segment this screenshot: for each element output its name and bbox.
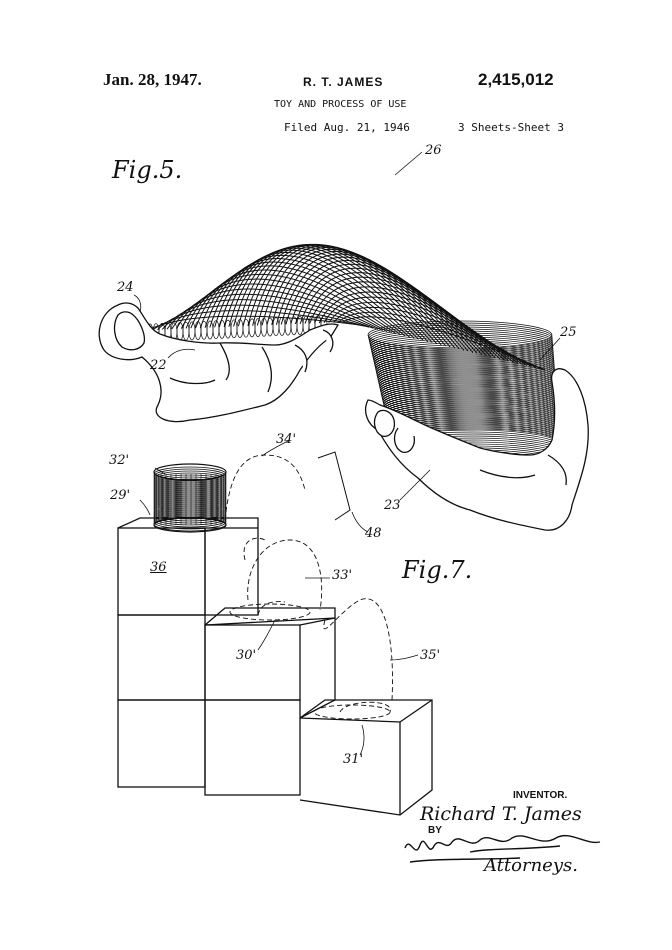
spring-coil-left — [224, 319, 232, 339]
spring-coil-arc — [218, 249, 429, 342]
ref-30: 30' — [236, 648, 257, 663]
fig7-flip-outline — [317, 451, 351, 521]
patent-number: 2,415,012 — [478, 70, 554, 89]
fig7-label: Fig.7. — [402, 556, 473, 584]
ref-36: 36 — [150, 560, 167, 575]
spring-coil-arc — [275, 253, 483, 355]
spring-coil-left — [248, 318, 256, 338]
stack-coil — [153, 510, 227, 526]
spring-coil-left — [260, 317, 268, 337]
fig5-left-hand — [98, 302, 339, 423]
fig5-label: Fig.5. — [112, 156, 183, 184]
spring-coil-left — [290, 316, 298, 336]
ref-32: 32' — [109, 453, 130, 468]
stack-coil — [153, 514, 227, 530]
fig7-spring-stack — [153, 463, 227, 533]
spring-coil-left — [242, 318, 250, 338]
spring-coil-left — [176, 322, 184, 341]
filed-date: Filed Aug. 21, 1946 — [284, 121, 410, 134]
spring-coil-arc — [223, 247, 433, 343]
spring-coil-arc — [271, 251, 478, 354]
ref-26: 26 — [425, 143, 442, 158]
patent-date: Jan. 28, 1947. — [103, 70, 202, 89]
spring-coil-left — [284, 316, 292, 336]
spring-coil-left — [206, 320, 214, 340]
spring-coil-left — [182, 321, 190, 341]
spring-coil-left — [272, 317, 280, 337]
ref-48: 48 — [365, 526, 382, 541]
sheet-count: 3 Sheets-Sheet 3 — [458, 121, 564, 134]
spring-coil-left — [230, 319, 238, 339]
stack-coil — [153, 508, 227, 524]
spring-coil-arc — [323, 296, 528, 367]
ref-23: 23 — [384, 498, 401, 513]
spring-coil-arc — [280, 256, 487, 357]
stack-coil — [153, 512, 227, 528]
leader-lines — [133, 151, 561, 756]
spring-coil-left — [194, 321, 202, 340]
ref-24: 24 — [117, 280, 134, 295]
ref-35: 35' — [420, 648, 441, 663]
ref-25: 25 — [560, 325, 577, 340]
spring-coil-arc — [190, 269, 401, 336]
spring-coil-arc — [180, 278, 392, 334]
by-label: BY — [428, 825, 442, 836]
spring-coil-left — [266, 317, 274, 337]
fig5-right-hand — [364, 368, 589, 531]
inventor-label: INVENTOR. — [513, 790, 568, 801]
spring-coil-arc — [337, 311, 541, 370]
spring-coil-arc — [333, 306, 537, 369]
inventor-signature: Richard T. James — [420, 803, 582, 825]
spring-coil-arc — [199, 261, 410, 338]
ref-31: 31' — [343, 752, 364, 767]
spring-coil-arc — [171, 288, 383, 331]
spring-coil-left — [200, 320, 208, 340]
ref-29: 29' — [110, 488, 131, 503]
ref-33: 33' — [332, 568, 353, 583]
ref-34: 34' — [276, 432, 297, 447]
fig7-trajectories — [224, 454, 393, 720]
attorney-signature — [404, 834, 601, 863]
spring-coil-left — [218, 320, 226, 339]
spring-coil-arc — [228, 246, 438, 345]
patent-title: TOY AND PROCESS OF USE — [274, 99, 407, 110]
attorneys-label: Attorneys. — [484, 855, 578, 876]
spring-coil-arc — [195, 265, 406, 337]
inventor-header: R. T. JAMES — [303, 75, 384, 89]
ref-22: 22 — [150, 358, 167, 373]
stack-coil — [153, 506, 227, 522]
spring-coil-arc — [266, 248, 474, 353]
spring-coil-arc — [214, 252, 424, 341]
